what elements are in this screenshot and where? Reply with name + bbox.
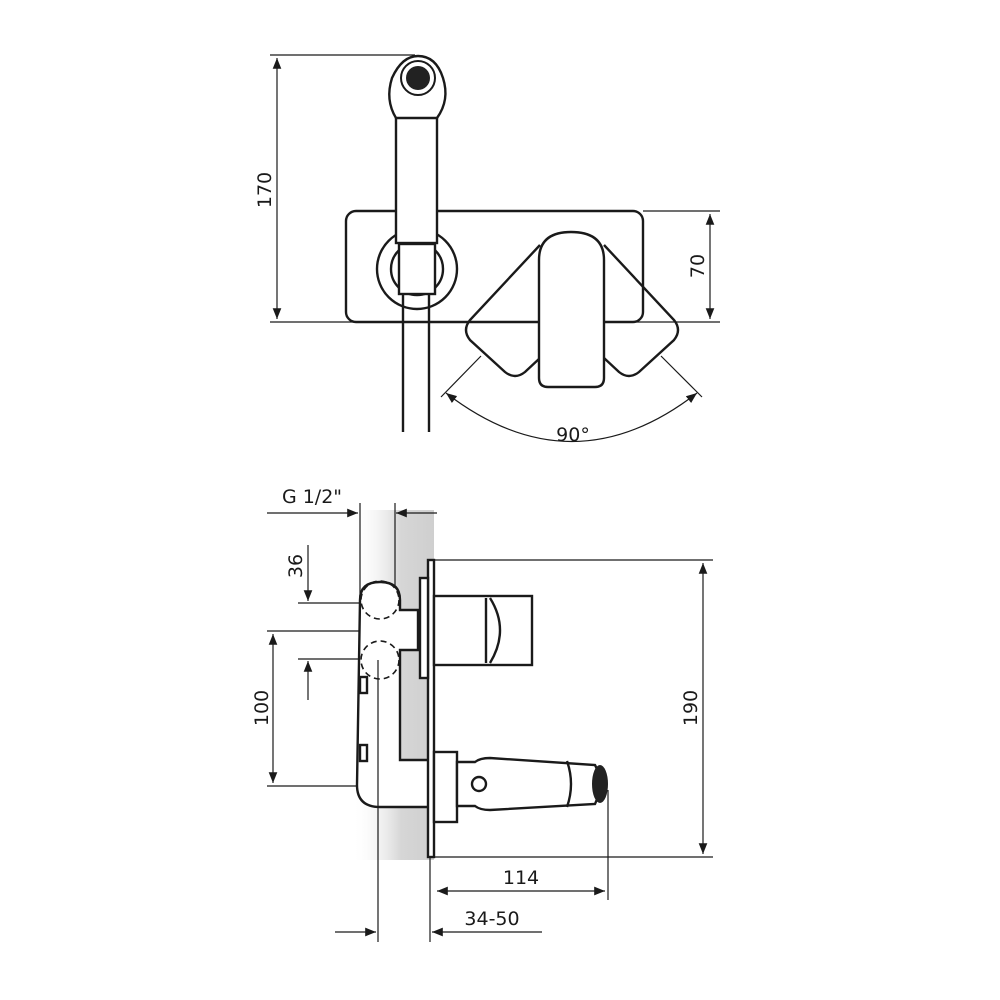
inlet-spacing-label: 36	[285, 554, 307, 578]
diverter-handle	[432, 594, 534, 667]
plate-label-70: 70	[687, 254, 709, 278]
outlet-offset-label: 100	[251, 690, 273, 726]
top-view: 170 70 90°	[254, 54, 720, 446]
side-view: G 1/2" 190 36 100	[251, 486, 713, 942]
plate-label-190: 190	[680, 690, 702, 726]
spout-collar	[432, 750, 459, 824]
lever-handle	[537, 230, 606, 389]
spout-nozzle	[592, 765, 608, 803]
angle-arc-90	[445, 392, 698, 443]
wall-plate	[426, 558, 436, 859]
angle-label-90: 90°	[556, 424, 590, 446]
valve-body	[355, 580, 432, 809]
thread-label: G 1/2"	[282, 486, 342, 508]
spout-length-label: 114	[503, 867, 539, 889]
height-label-170: 170	[254, 172, 276, 208]
install-depth-label: 34-50	[464, 908, 519, 930]
shower-nozzle	[406, 66, 430, 90]
bidet-spout	[455, 756, 602, 812]
